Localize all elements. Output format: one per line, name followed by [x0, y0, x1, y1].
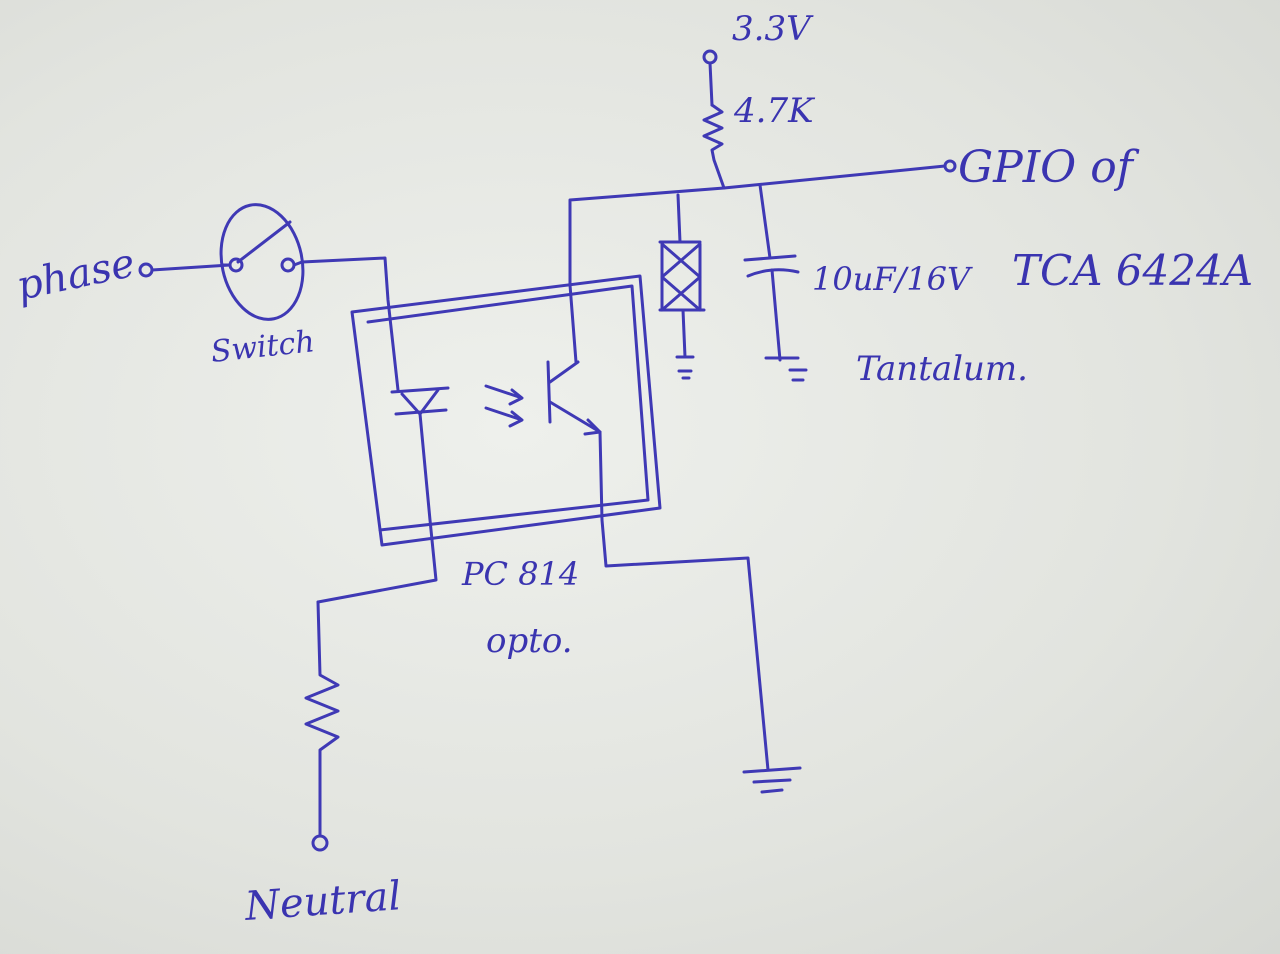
light-arrows — [484, 384, 524, 428]
gpio-label: GPIO of — [958, 142, 1140, 193]
switch — [219, 203, 305, 321]
supply-terminal — [702, 49, 718, 107]
tvs-diode — [658, 193, 706, 380]
opto-label: opto. — [486, 621, 573, 661]
tantalum-capacitor — [743, 183, 808, 382]
supply-label: 3.3V — [732, 9, 814, 49]
switch-to-led-wire — [300, 256, 400, 392]
ground-symbol — [742, 766, 802, 794]
neutral-terminal — [311, 834, 329, 852]
pullup-resistor — [702, 103, 726, 190]
gpio-wire — [722, 164, 947, 190]
opto-outline — [350, 274, 662, 547]
ic-label: TCA 6424A — [1012, 246, 1253, 295]
switch-label: Switch — [209, 324, 316, 370]
opto-led — [316, 386, 450, 604]
phase-terminal — [138, 262, 154, 278]
opto-part-label: PC 814 — [461, 555, 579, 593]
gpio-terminal — [943, 159, 957, 173]
capacitor-label: 10uF/16V — [812, 260, 973, 298]
pullup-label: 4.7K — [733, 91, 816, 131]
phase-label: phase — [13, 240, 139, 310]
phase-wire — [150, 263, 232, 272]
collector-wire — [568, 186, 726, 364]
tantalum-label: Tantalum. — [856, 349, 1028, 389]
series-resistor — [304, 600, 340, 836]
neutral-label: Neutral — [242, 873, 402, 930]
opto-phototransistor — [546, 360, 770, 772]
